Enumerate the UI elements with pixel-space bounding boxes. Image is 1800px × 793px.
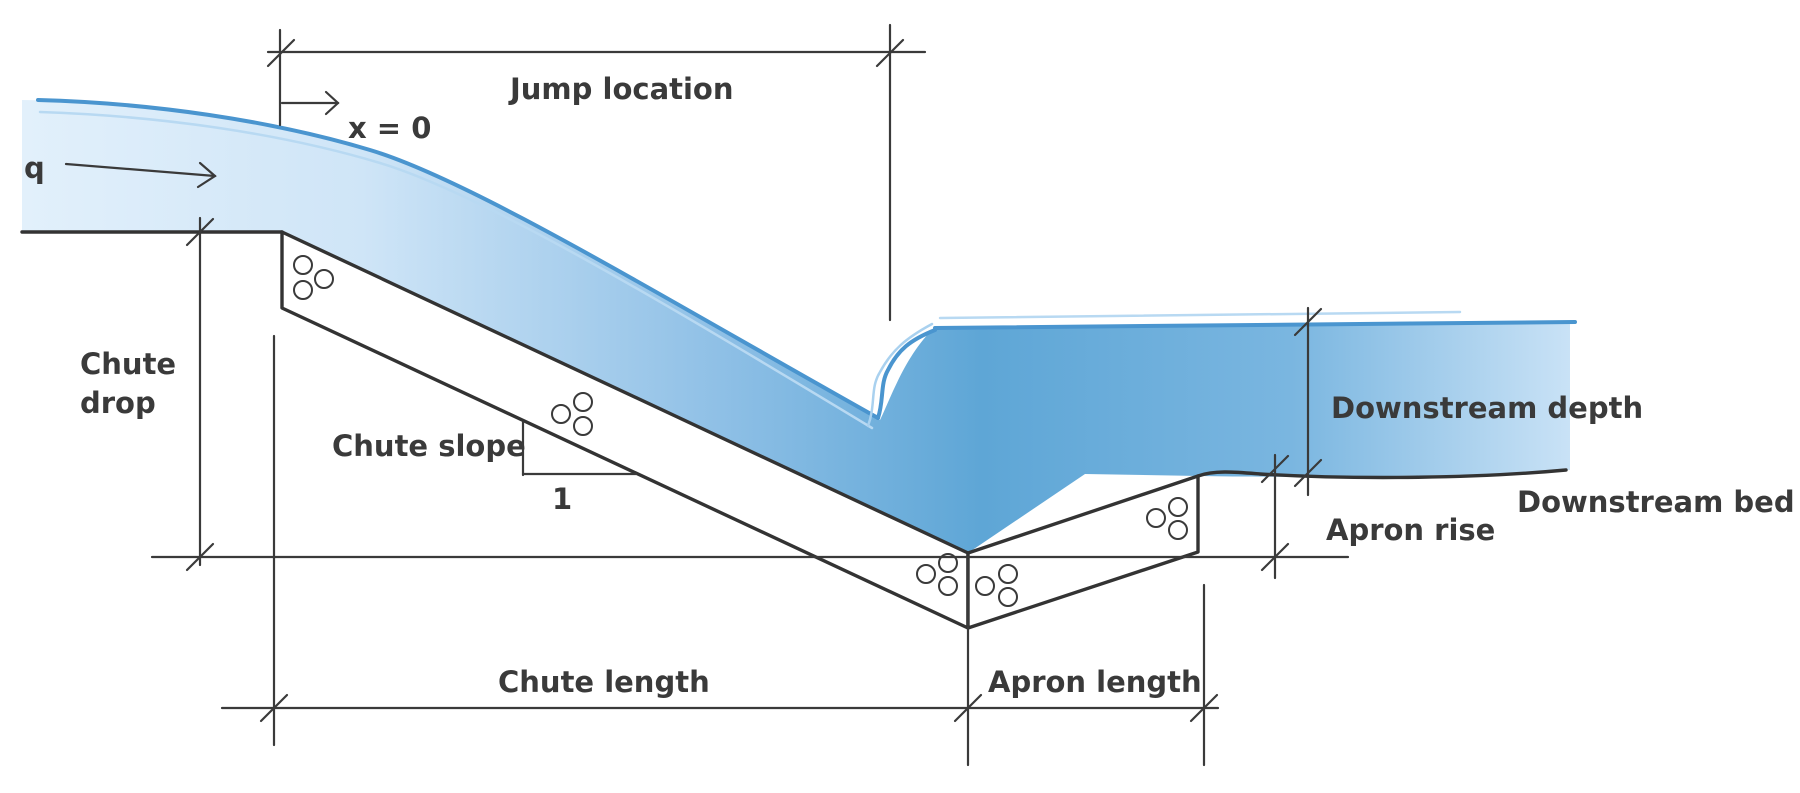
label-q: q bbox=[24, 151, 45, 185]
water-surface-line bbox=[36, 98, 880, 420]
label-downstream-depth: Downstream depth bbox=[1331, 391, 1643, 425]
label-x-zero: x = 0 bbox=[348, 111, 431, 145]
pebble-group-1 bbox=[293, 255, 334, 300]
label-chute-drop-1: Chute bbox=[80, 347, 176, 381]
q-flow-arrow bbox=[64, 161, 217, 189]
label-apron-length: Apron length bbox=[988, 665, 1202, 699]
jump-roller-highlight bbox=[866, 322, 934, 428]
length-dimensions bbox=[220, 334, 1220, 767]
pebble-group-4 bbox=[975, 564, 1018, 607]
label-jump-location: Jump location bbox=[508, 72, 734, 106]
apron-rise-dimension bbox=[1260, 453, 1290, 580]
label-chute-slope: Chute slope bbox=[332, 429, 526, 463]
label-downstream-bed: Downstream bed bbox=[1517, 485, 1795, 519]
jump-location-dimension bbox=[266, 23, 927, 322]
x-zero-arrow bbox=[280, 90, 340, 116]
label-apron-rise: Apron rise bbox=[1326, 513, 1495, 547]
water-surface-highlight bbox=[38, 110, 874, 430]
water-body bbox=[22, 100, 1570, 553]
chute-slope-indicator bbox=[521, 420, 638, 477]
downstream-surface-line bbox=[933, 320, 1577, 330]
label-chute-drop-2: drop bbox=[80, 386, 156, 420]
downstream-bed-line bbox=[1196, 468, 1568, 480]
label-chute-length: Chute length bbox=[498, 665, 710, 699]
jump-roller-line bbox=[876, 328, 937, 420]
chute-drop-dimension bbox=[150, 216, 1350, 572]
pebble-group-5 bbox=[1146, 497, 1188, 540]
pebble-group-3 bbox=[916, 553, 958, 596]
label-slope-run: 1 bbox=[552, 482, 572, 516]
pebble-group-2 bbox=[551, 392, 593, 436]
downstream-depth-dimension bbox=[1293, 306, 1323, 497]
downstream-surface-highlight bbox=[938, 310, 1462, 320]
